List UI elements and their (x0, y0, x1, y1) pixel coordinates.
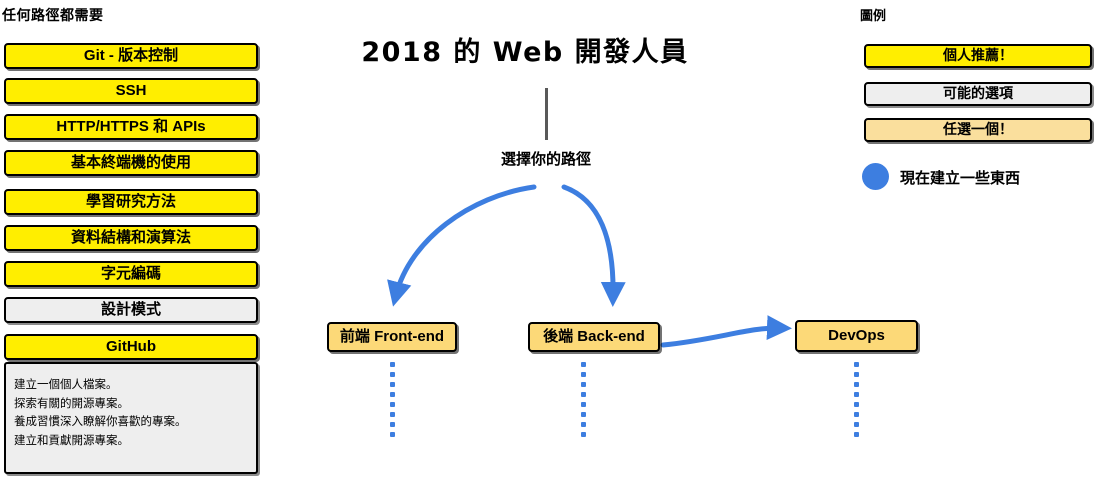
legend-item-optional: 可能的選項 (864, 82, 1092, 106)
github-description-panel: 建立一個個人檔案。 探索有關的開源專案。 養成習慣深入瞭解你喜歡的專案。 建立和… (4, 362, 258, 474)
frontend-dotted-path (390, 362, 395, 442)
choose-path-label: 選擇你的路徑 (500, 151, 591, 168)
requirement-box-design-patterns[interactable]: 設計模式 (4, 297, 258, 323)
trunk-connector-line (545, 88, 548, 140)
requirement-box-github[interactable]: GitHub (4, 334, 258, 360)
node-frontend[interactable]: 前端 Front-end (327, 322, 457, 352)
github-description-line-2: 探索有關的開源專案。 (14, 397, 129, 410)
node-backend[interactable]: 後端 Back-end (528, 322, 660, 352)
left-column-heading: 任何路徑都需要 (2, 7, 104, 23)
arrow-backend-to-devops (660, 315, 792, 348)
node-devops[interactable]: DevOps (795, 320, 918, 352)
requirement-box-terminal[interactable]: 基本終端機的使用 (4, 150, 258, 176)
requirement-box-research[interactable]: 學習研究方法 (4, 189, 258, 215)
requirement-box-ssh[interactable]: SSH (4, 78, 258, 104)
requirement-box-http-apis[interactable]: HTTP/HTTPS 和 APIs (4, 114, 258, 140)
filled-circle-icon (862, 163, 889, 190)
requirement-box-encoding[interactable]: 字元編碼 (4, 261, 258, 287)
github-description-line-1: 建立一個個人檔案。 (14, 379, 118, 391)
devops-dotted-path (854, 362, 859, 442)
legend-item-pick-one: 任選一個！ (864, 118, 1092, 142)
arrow-to-backend (561, 184, 626, 307)
legend-item-recommended: 個人推薦！ (864, 44, 1092, 68)
legend-heading: 圖例 (860, 8, 887, 23)
github-description-line-3: 養成習慣深入瞭解你喜歡的專案。 (14, 416, 187, 429)
arrow-to-frontend (387, 184, 537, 307)
page-title: 2018 的 Web 開發人員 (361, 37, 689, 68)
requirement-box-git[interactable]: Git - 版本控制 (4, 43, 258, 69)
legend-marker-label: 現在建立一些東西 (900, 170, 1021, 187)
github-description-line-4: 建立和貢獻開源專案。 (14, 434, 129, 447)
requirement-box-algorithms[interactable]: 資料結構和演算法 (4, 225, 258, 251)
backend-dotted-path (581, 362, 586, 442)
